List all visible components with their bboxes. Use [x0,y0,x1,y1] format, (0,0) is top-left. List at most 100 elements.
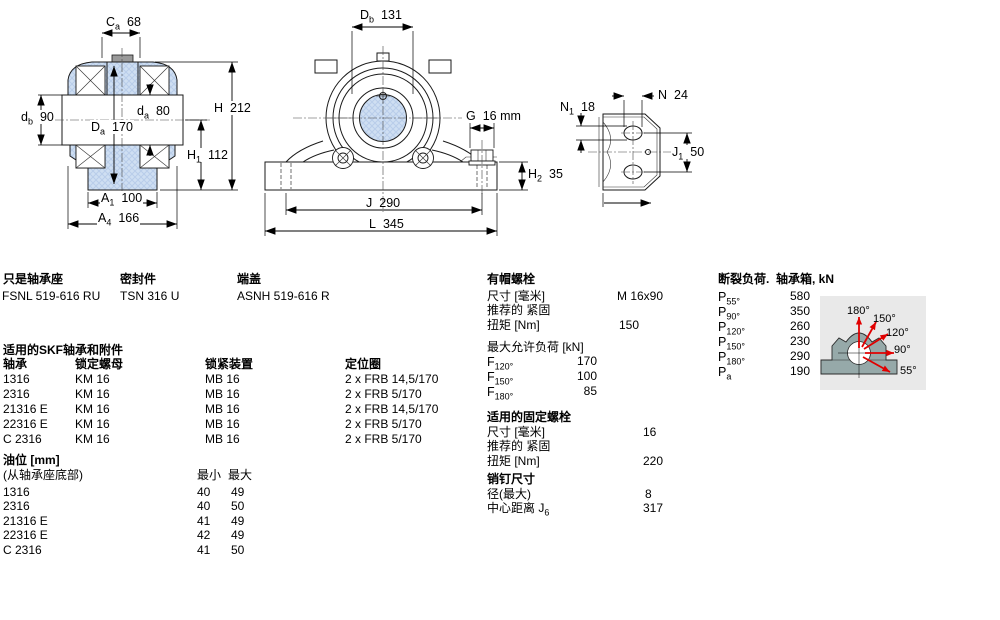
breaking-load-title: 断裂负荷. 轴承箱, kN [718,272,835,286]
oil-max: 50 [231,499,245,513]
col-header-locknut: 锁定螺母 [75,357,124,371]
oil-bearing: 2316 [3,499,30,513]
oil-max: 50 [231,543,245,557]
breaking-p55-value: 580 [790,289,811,303]
locknut-cell: KM 16 [75,417,110,431]
oil-bearing: C 2316 [3,543,42,557]
col-header-lockdev: 锁紧装置 [205,357,254,371]
max-load-f150-label: F150° [487,370,514,387]
max-load-f180-value: 85 [583,384,597,398]
max-load-f120-label: F120° [487,355,514,372]
max-load-f120-value: 170 [576,354,597,368]
breaking-p120-label: P120° [718,320,745,337]
angle-label-150: 150° [873,313,896,325]
pins-title: 销钉尺寸 [487,472,536,486]
front-view-drawing [264,23,528,236]
breaking-p180-value: 290 [790,349,811,363]
breaking-p55-label: P55° [718,290,740,307]
breaking-p90-label: P90° [718,305,740,322]
oil-min: 40 [197,485,211,499]
breaking-p150-label: P150° [718,335,745,352]
cap-bolts-torque-value: 150 [619,318,640,332]
cap-bolts-size-value: M 16x90 [617,289,664,303]
bearing-cell: 21316 E [3,402,48,416]
ring-cell: 2 x FRB 5/170 [345,432,422,446]
breaking-load-housing-figure [820,317,898,378]
ring-cell: 2 x FRB 5/170 [345,417,422,431]
lockdev-cell: MB 16 [205,417,240,431]
oil-max: 49 [231,514,245,528]
oil-max: 49 [231,485,245,499]
pins-dia-value: 8 [645,487,652,501]
breaking-p150-value: 230 [790,334,811,348]
bearing-cell: C 2316 [3,432,42,446]
pins-cc-label: 中心距离 J6 [487,501,550,518]
breaking-p180-label: P180° [718,350,745,367]
fixing-bolts-size-value: 16 [643,425,657,439]
end-cover-header: 端盖 [237,272,262,286]
breaking-p90-value: 350 [790,304,811,318]
seal-designation: TSN 316 U [120,289,180,303]
angle-label-120: 120° [886,327,909,339]
locknut-cell: KM 16 [75,372,110,386]
pins-cc-value: 317 [643,501,664,515]
bearing-cell: 1316 [3,372,30,386]
oil-level-subtitle: (从轴承座底部) [3,468,83,482]
lockdev-cell: MB 16 [205,432,240,446]
fixing-bolts-torque-label: 扭矩 [Nm] [487,454,540,468]
locknut-cell: KM 16 [75,432,110,446]
oil-min: 41 [197,514,211,528]
cap-bolts-torque-label: 扭矩 [Nm] [487,318,540,332]
pins-dia-label: 径(最大) [487,487,531,501]
lockdev-cell: MB 16 [205,402,240,416]
angle-label-55: 55° [900,365,917,377]
lockdev-cell: MB 16 [205,387,240,401]
oil-min-header: 最小 [197,468,222,482]
housing-designation: FSNL 519-616 RU [2,289,101,303]
breaking-pa-label: Pa [718,365,732,382]
col-header-ring: 定位圈 [345,357,382,371]
housing-only-header: 只是轴承座 [3,272,64,286]
lockdev-cell: MB 16 [205,372,240,386]
base-view-drawing [576,92,692,207]
bearing-cell: 2316 [3,387,30,401]
bearing-cell: 22316 E [3,417,48,431]
oil-max-header: 最大 [228,468,253,482]
locknut-cell: KM 16 [75,387,110,401]
fixing-bolts-tighten-label: 推荐的 紧固 [487,439,551,453]
oil-bearing: 22316 E [3,528,48,542]
angle-label-90: 90° [894,344,911,356]
angle-label-180: 180° [847,305,870,317]
oil-bearing: 1316 [3,485,30,499]
fixing-bolts-size-label: 尺寸 [毫米] [487,425,546,439]
breaking-p120-value: 260 [790,319,811,333]
cap-bolts-title: 有帽螺栓 [487,272,536,286]
fixing-bolts-torque-value: 220 [643,454,664,468]
cap-bolts-size-label: 尺寸 [毫米] [487,289,546,303]
max-load-title: 最大允许负荷 [kN] [487,340,584,354]
fixing-bolts-title: 适用的固定螺栓 [487,410,572,424]
technical-drawings: .ol{fill:none;stroke:#1a1a1a;stroke-widt… [37,23,692,236]
max-load-f150-value: 100 [576,369,597,383]
col-header-bearing: 轴承 [3,357,28,371]
oil-min: 40 [197,499,211,513]
ring-cell: 2 x FRB 14,5/170 [345,372,439,386]
ring-cell: 2 x FRB 14,5/170 [345,402,439,416]
